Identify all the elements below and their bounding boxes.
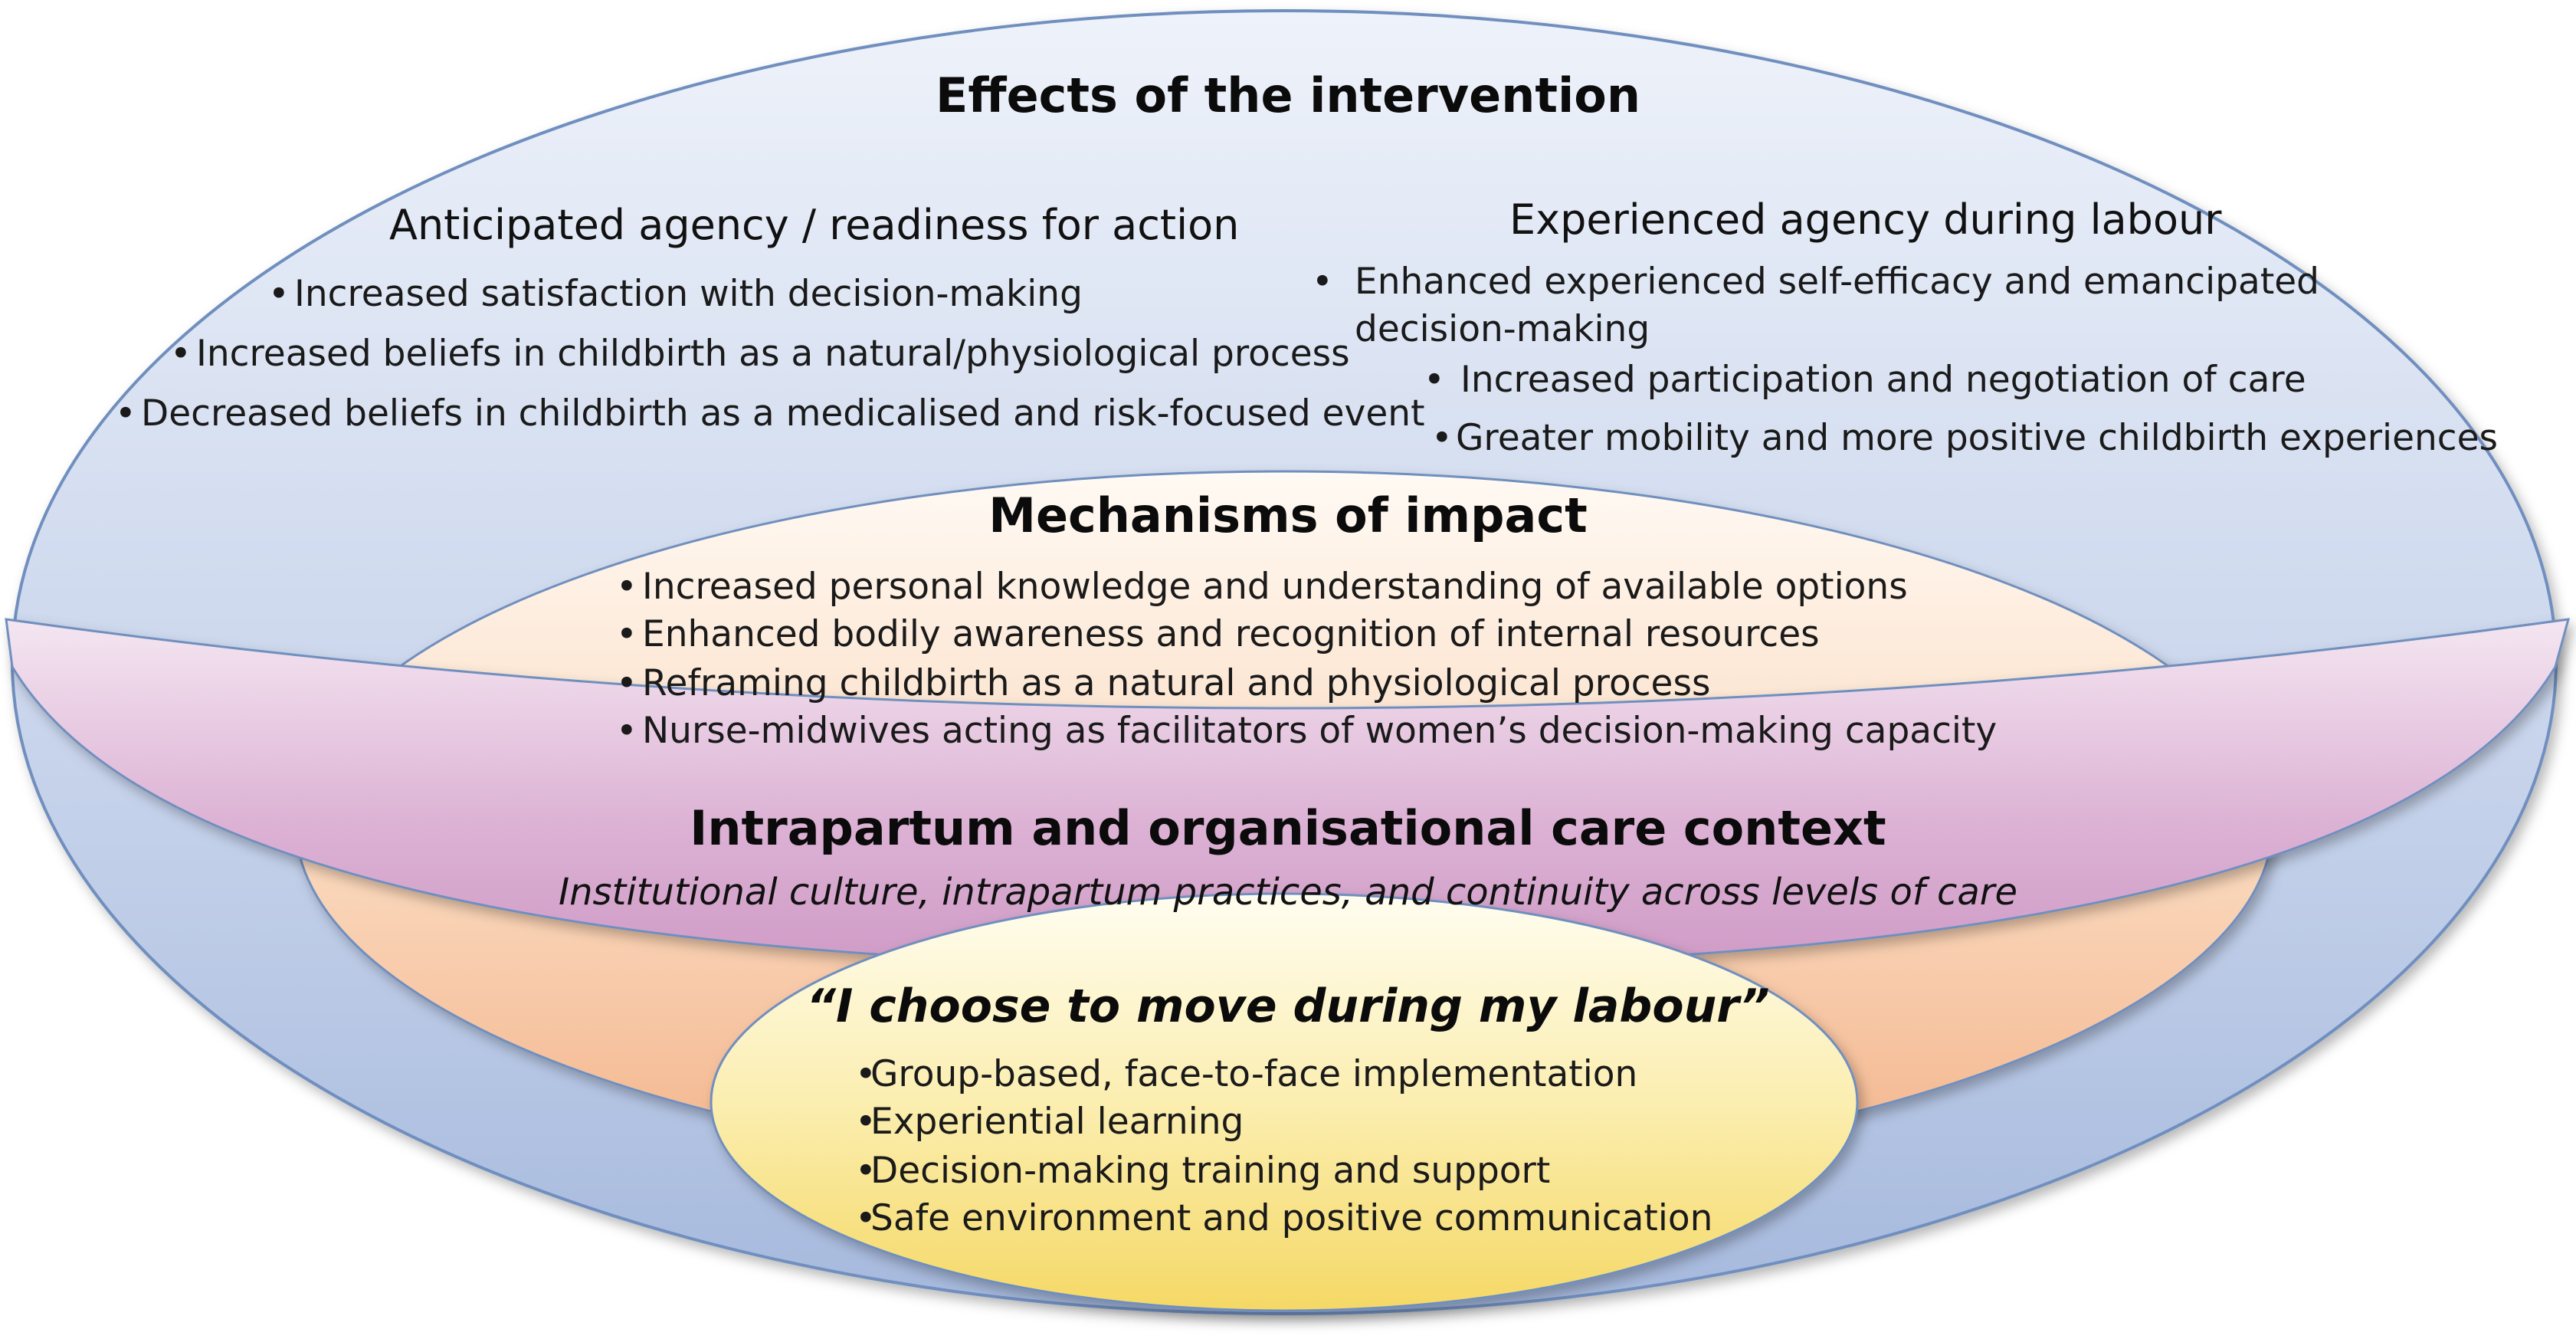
anticipated-item: •Increased beliefs in childbirth as a na… [170, 331, 1350, 377]
bullet-icon: • [855, 1053, 877, 1095]
bullet-icon: • [1431, 417, 1453, 459]
anticipated-item: •Decreased beliefs in childbirth as a me… [115, 391, 1425, 437]
bullet-icon: • [616, 566, 637, 608]
effects-title: Effects of the intervention [936, 67, 1640, 123]
intervention-ellipse [710, 892, 1859, 1312]
mechanism-item: •Reframing childbirth as a natural and p… [616, 661, 1710, 707]
mechanism-item: •Enhanced bodily awareness and recogniti… [616, 612, 1820, 658]
anticipated-item: •Increased satisfaction with decision-ma… [268, 271, 1083, 317]
bullet-icon: • [855, 1197, 877, 1239]
bullet-icon: • [115, 392, 136, 435]
intervention-title: “I choose to move during my labour” [806, 980, 1770, 1033]
intervention-item: •Experiential learning [855, 1099, 1244, 1145]
experienced-heading: Experienced agency during labour [1509, 195, 2222, 244]
mechanism-item: •Increased personal knowledge and unders… [616, 564, 1908, 610]
context-subtitle: Institutional culture, intrapartum pract… [558, 871, 2018, 914]
bullet-icon: • [855, 1101, 877, 1143]
bullet-icon: • [855, 1150, 877, 1192]
experienced-item: •Greater mobility and more positive chil… [1431, 415, 2498, 461]
context-band [5, 618, 2571, 969]
bullet-icon: • [170, 333, 192, 375]
experienced-item: •Enhanced experienced self-efficacy and … [1312, 259, 2319, 305]
intervention-item: •Decision-making training and support [855, 1148, 1550, 1194]
intervention-item: •Group-based, face-to-face implementatio… [855, 1052, 1637, 1098]
bullet-icon: • [616, 613, 637, 655]
bullet-icon: • [616, 662, 637, 704]
bullet-icon: • [268, 273, 290, 315]
context-title: Intrapartum and organisational care cont… [690, 800, 1886, 856]
mechanisms-title: Mechanisms of impact [988, 487, 1588, 543]
bullet-icon: • [1312, 261, 1333, 303]
intervention-item: •Safe environment and positive communica… [855, 1196, 1712, 1242]
bullet-icon: • [1424, 359, 1445, 401]
anticipated-heading: Anticipated agency / readiness for actio… [389, 201, 1240, 249]
bullet-icon: • [616, 710, 637, 752]
experienced-item: •Increased participation and negotiation… [1424, 357, 2306, 403]
experienced-item-continuation: decision-making [1355, 308, 1650, 350]
mechanism-item: •Nurse-midwives acting as facilitators o… [616, 708, 1997, 754]
